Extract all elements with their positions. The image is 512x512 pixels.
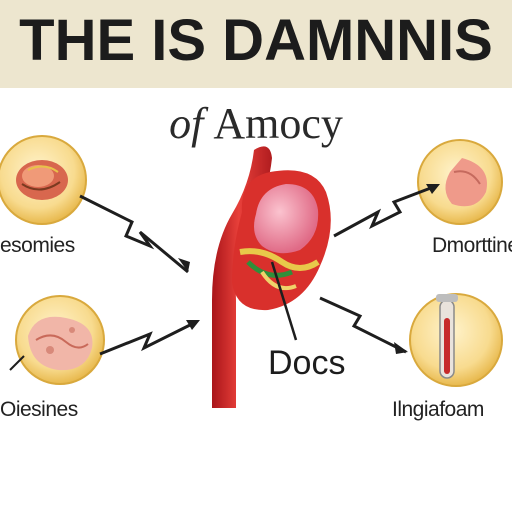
connector-bottom-right: [319, 296, 408, 354]
title-banner: THE IS DAMNNIS: [0, 0, 512, 88]
label-bottom-left: Oiesines: [0, 398, 78, 421]
label-top-right: Dmorttine: [432, 234, 512, 257]
organ-circle-top-right: [417, 139, 503, 225]
connector-bottom-left: [9, 320, 200, 371]
label-top-left: esomies: [0, 234, 75, 257]
stomach-illustration: [212, 146, 331, 408]
page-title: THE IS DAMNNIS: [19, 8, 493, 73]
organ-circle-bottom-right: [409, 293, 503, 387]
subtitle-word: Amocy: [213, 99, 343, 148]
connector-top-right: [333, 184, 440, 238]
connector-top-left: [79, 194, 190, 274]
organ-circle-bottom-left: [15, 295, 105, 385]
label-center: Docs: [268, 344, 346, 382]
label-bottom-right: Ilngiafoam: [392, 398, 484, 421]
organ-circle-top-left: [0, 135, 87, 225]
subtitle-prefix: of: [169, 99, 204, 148]
